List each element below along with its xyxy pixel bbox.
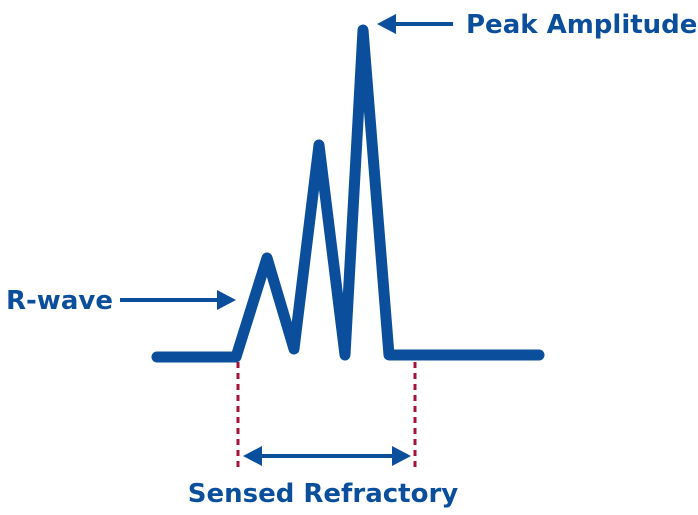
- sensed-refractory-label: Sensed Refractory: [188, 479, 459, 509]
- peak-amplitude-label: Peak Amplitude: [466, 10, 697, 40]
- waveform-trace: [151, 24, 545, 363]
- r-wave-label: R-wave: [6, 286, 113, 316]
- peak-amplitude-arrow: [377, 14, 453, 34]
- r-wave-arrow: [120, 290, 236, 310]
- refractory-span-arrow: [243, 446, 411, 466]
